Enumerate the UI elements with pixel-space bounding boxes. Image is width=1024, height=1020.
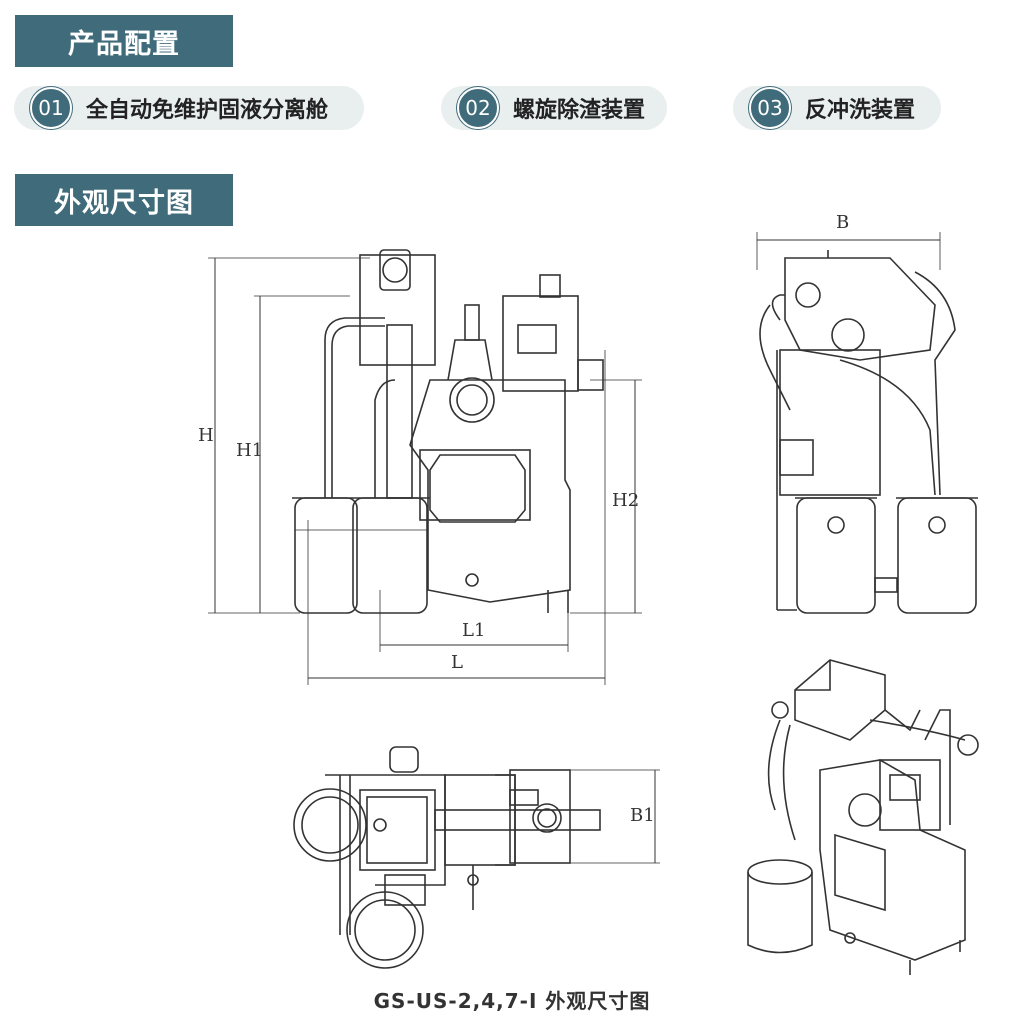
config-item-label: 反冲洗装置	[805, 98, 916, 123]
section-header-dimensions: 外观尺寸图	[15, 174, 233, 226]
section-header-config: 产品配置	[15, 15, 233, 67]
isometric-view-drawing	[740, 650, 980, 985]
dim-label-B1: B1	[630, 805, 655, 826]
dim-label-H: H	[198, 425, 214, 446]
top-view-drawing	[285, 735, 675, 975]
config-item-number: 02	[457, 87, 499, 129]
front-view-drawing	[180, 230, 660, 690]
config-item-3: 03 反冲洗装置	[733, 86, 941, 130]
config-item-1: 01 全自动免维护固液分离舱	[14, 86, 364, 130]
config-item-2: 02 螺旋除渣装置	[441, 86, 667, 130]
section-title-config: 产品配置	[68, 28, 180, 60]
dim-label-L1: L1	[462, 620, 486, 641]
config-item-label: 全自动免维护固液分离舱	[86, 98, 329, 123]
figure-caption: GS-US-2,4,7-I 外观尺寸图	[373, 989, 651, 1013]
dim-label-L: L	[451, 652, 463, 673]
config-item-label: 螺旋除渣装置	[513, 98, 646, 123]
dim-label-H1: H1	[236, 440, 264, 461]
config-item-number: 01	[30, 87, 72, 129]
section-title-dimensions: 外观尺寸图	[54, 187, 194, 219]
dim-label-H2: H2	[612, 490, 640, 511]
dim-label-B: B	[836, 212, 850, 233]
config-item-number: 03	[749, 87, 791, 129]
side-view-drawing	[740, 210, 990, 620]
